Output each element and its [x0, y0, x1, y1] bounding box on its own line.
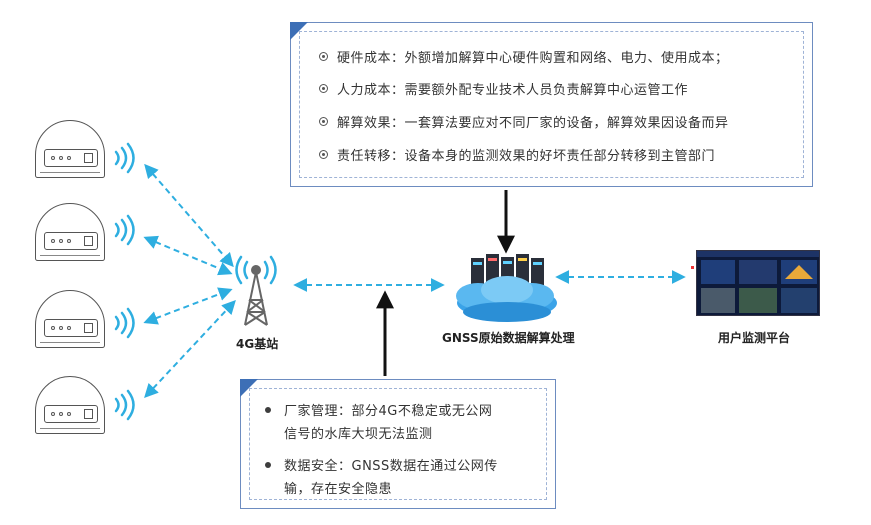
dashboard-panel	[739, 288, 777, 313]
issue-data-security-line1: 数据安全：GNSS数据在通过公网传	[284, 459, 498, 474]
issue-data-security-line2: 输，存在安全隐患	[284, 482, 393, 497]
wifi-icon	[114, 142, 135, 174]
target-bullet-icon	[319, 52, 328, 61]
bottom-issues-box: 厂家管理：部分4G不稳定或无公网 信号的水库大坝无法监测 数据安全：GNSS数据…	[240, 379, 556, 509]
dashboard-chart	[785, 265, 813, 279]
tower-label: 4G基站	[236, 337, 279, 351]
wifi-icon	[114, 389, 135, 421]
dot-bullet-icon	[265, 407, 271, 413]
issue-vendor-mgmt-line2: 信号的水库大坝无法监测	[284, 427, 433, 442]
issue-labor-cost: 人力成本：需要额外配专业技术人员负责解算中心运管工作	[337, 83, 689, 98]
bottom-issues-inner-frame	[249, 388, 547, 500]
dashboard-panel	[701, 288, 735, 313]
gnss-device-1	[35, 120, 105, 178]
device-panel	[44, 149, 98, 167]
issue-vendor-mgmt-line1: 厂家管理：部分4G不稳定或无公网	[284, 404, 493, 419]
dot-bullet-icon	[265, 462, 271, 468]
dashboard-header	[697, 251, 819, 257]
device-panel	[44, 405, 98, 423]
gnss-device-2	[35, 203, 105, 261]
tower-signal-icon	[235, 255, 277, 285]
cell-tower-icon	[244, 265, 268, 326]
monitor-red-dot	[691, 266, 694, 269]
device-panel	[44, 319, 98, 337]
device-tower-links	[143, 163, 236, 399]
device-panel	[44, 232, 98, 250]
gnss-device-3	[35, 290, 105, 348]
target-bullet-icon	[319, 117, 328, 126]
server-cloud-icon	[456, 254, 557, 322]
issue-solution-effect: 解算效果：一套算法要应对不同厂家的设备，解算效果因设备而异	[337, 116, 729, 131]
wifi-icon	[114, 214, 135, 246]
wifi-icon	[114, 307, 135, 339]
issue-hardware-cost: 硬件成本：外额增加解算中心硬件购置和网络、电力、使用成本；	[337, 51, 729, 66]
gnss-device-4	[35, 376, 105, 434]
top-issues-box: 硬件成本：外额增加解算中心硬件购置和网络、电力、使用成本； 人力成本：需要额外配…	[290, 22, 813, 187]
top-issues-inner-frame	[299, 31, 804, 178]
monitor-dashboard-icon	[696, 250, 820, 316]
platform-label: 用户监测平台	[718, 331, 791, 345]
dashboard-panel	[701, 260, 735, 284]
target-bullet-icon	[319, 84, 328, 93]
dashboard-panel	[781, 288, 817, 313]
target-bullet-icon	[319, 150, 328, 159]
dashboard-panel	[739, 260, 777, 284]
server-label: GNSS原始数据解算处理	[442, 331, 575, 345]
issue-responsibility-transfer: 责任转移：设备本身的监测效果的好坏责任部分转移到主管部门	[337, 149, 716, 164]
